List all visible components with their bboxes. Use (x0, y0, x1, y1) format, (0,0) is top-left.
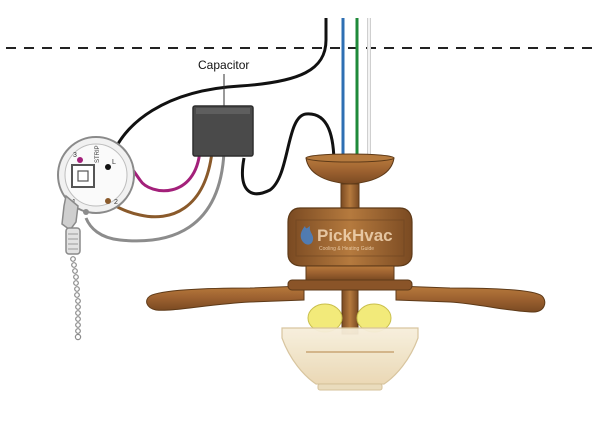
capacitor-label: Capacitor (198, 58, 249, 72)
light-bowl (281, 327, 419, 385)
pull-chain-switch: STRIP 3 L 1 2 (57, 136, 135, 255)
supply-wire-black (106, 18, 328, 169)
terminal-3-label: 3 (73, 152, 77, 159)
terminal-L-label: L (112, 159, 116, 166)
capacitor-highlight (196, 108, 250, 114)
ceiling-fan (146, 153, 546, 391)
pull-chain (70, 256, 82, 341)
watermark-brand: PickHvac (317, 226, 393, 245)
watermark-tagline: Cooling & Heating Guide (319, 246, 374, 252)
terminal-2-label: 2 (114, 199, 118, 206)
switch-strip-label: STRIP (95, 145, 101, 163)
flame-icon (300, 226, 314, 245)
capacitor-wire-black (241, 112, 336, 196)
gray-wire (84, 151, 226, 243)
watermark: PickHvac Cooling & Heating Guide (300, 226, 393, 252)
capacitor-box (192, 105, 254, 157)
